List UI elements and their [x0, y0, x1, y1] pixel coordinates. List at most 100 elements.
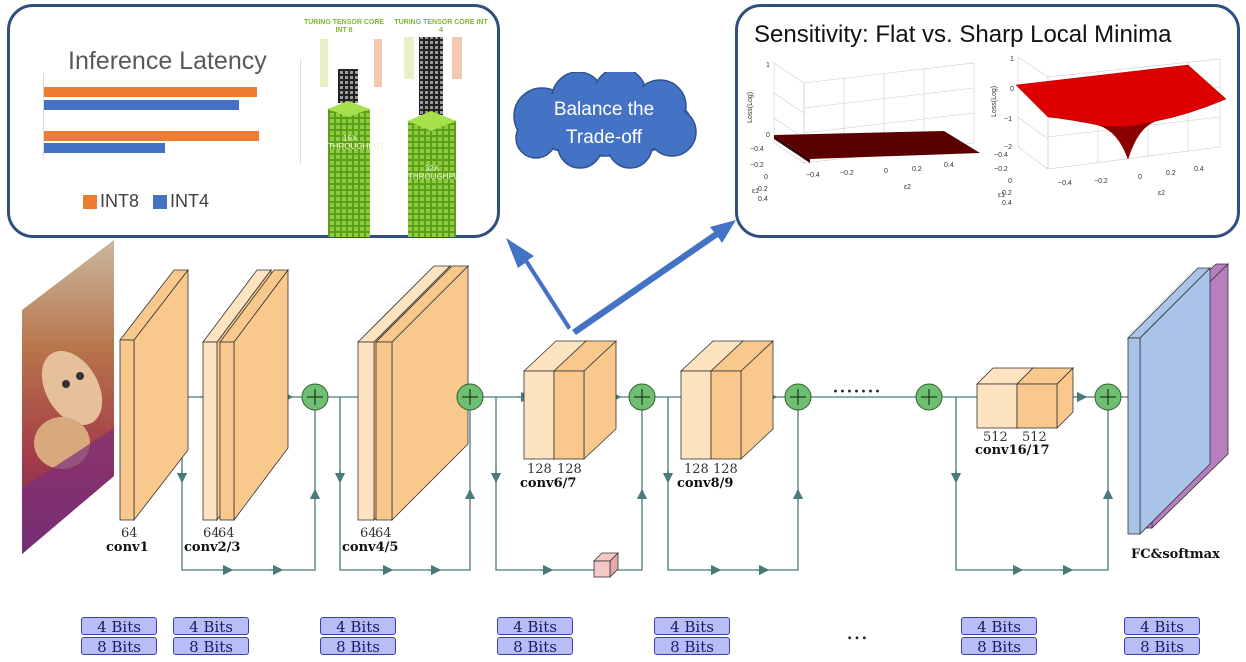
add-node: [915, 383, 943, 411]
conv8-channels-a: 128: [684, 462, 709, 477]
sharp-y-label: ε2: [1158, 190, 1165, 197]
downsample-block: [593, 552, 619, 578]
add-node: [628, 383, 656, 411]
svg-text:0.4: 0.4: [944, 162, 954, 169]
svg-text:−0.4: −0.4: [1058, 180, 1072, 187]
bit-option-8[interactable]: 8 Bits: [497, 637, 573, 656]
svg-text:0: 0: [764, 174, 768, 181]
conv4-5-label: conv4/5: [342, 540, 399, 555]
add-node: [301, 383, 329, 411]
svg-text:0.4: 0.4: [758, 196, 768, 203]
svg-text:−0.2: −0.2: [1094, 178, 1108, 185]
conv4-channels-b: 64: [375, 526, 392, 541]
svg-text:0: 0: [884, 168, 888, 175]
svg-text:0.2: 0.2: [1166, 170, 1176, 177]
input-image: [22, 240, 114, 554]
bit-option-4[interactable]: 4 Bits: [654, 617, 730, 636]
bit-selector-conv16-17[interactable]: 4 Bits 8 Bits: [961, 617, 1039, 657]
bit-selector-conv6-7[interactable]: 4 Bits 8 Bits: [497, 617, 575, 657]
bit-option-4[interactable]: 4 Bits: [1124, 617, 1200, 636]
bit-selector-conv2-3[interactable]: 4 Bits 8 Bits: [173, 617, 251, 657]
svg-text:−2: −2: [1004, 144, 1012, 151]
legend-swatch-int4: [153, 195, 167, 209]
bit-option-4[interactable]: 4 Bits: [961, 617, 1037, 636]
bit-option-4[interactable]: 4 Bits: [81, 617, 157, 636]
svg-text:0.2: 0.2: [912, 166, 922, 173]
conv6-channels-a: 128: [527, 462, 552, 477]
fc-layer-front: [1127, 267, 1211, 535]
latency-title: Inference Latency: [68, 47, 267, 75]
bit-option-8[interactable]: 8 Bits: [173, 637, 249, 656]
flat-z-label: Loss(Log): [747, 92, 754, 123]
svg-text:−0.2: −0.2: [840, 170, 854, 177]
network-ellipsis: ·······: [832, 380, 881, 405]
add-node: [456, 383, 484, 411]
bit-selector-conv1[interactable]: 4 Bits 8 Bits: [81, 617, 159, 657]
inference-latency-panel: Inference Latency INT8 INT4: [7, 4, 500, 238]
conv16-17-label: conv16/17: [975, 443, 1050, 458]
tensor-core-illustration: [320, 37, 462, 237]
svg-text:0.4: 0.4: [1002, 200, 1012, 207]
svg-text:0: 0: [1010, 86, 1014, 93]
flat-surface: [774, 131, 980, 159]
conv1-label: conv1: [106, 540, 149, 555]
svg-text:0.2: 0.2: [1002, 190, 1012, 197]
trade-off-cloud: [513, 72, 697, 169]
conv3-layer: [219, 268, 289, 522]
latency-bar-int8: [43, 87, 257, 97]
svg-text:−0.4: −0.4: [994, 152, 1008, 159]
legend-label-int8: INT8: [100, 191, 140, 211]
svg-text:1: 1: [766, 62, 770, 69]
bit-option-8[interactable]: 8 Bits: [961, 637, 1037, 656]
svg-text:−0.2: −0.2: [750, 162, 764, 169]
conv2-3-label: conv2/3: [184, 540, 241, 555]
svg-text:0: 0: [1008, 178, 1012, 185]
legend-label-int4: INT4: [170, 191, 210, 211]
conv16-channels-b: 512: [1022, 430, 1047, 445]
bit-option-4[interactable]: 4 Bits: [497, 617, 573, 636]
tensor-core-int8-icon: [320, 39, 382, 237]
legend-swatch-int8: [83, 195, 97, 209]
tensor-core-int4-throughput: 32X THROUGHPUT: [408, 164, 465, 181]
add-node: [1094, 383, 1122, 411]
svg-text:−0.4: −0.4: [750, 146, 764, 153]
svg-text:0: 0: [766, 132, 770, 139]
svg-text:−0.4: −0.4: [806, 172, 820, 179]
latency-axis: [43, 73, 44, 159]
tensor-core-int8-throughput: 16X THROUGHPUT: [328, 134, 385, 151]
bit-selector-fc[interactable]: 4 Bits 8 Bits: [1124, 617, 1202, 657]
bit-selector-conv8-9[interactable]: 4 Bits 8 Bits: [654, 617, 732, 657]
chart-divider: [300, 59, 301, 164]
cloud-text: Balance the Trade-off: [553, 99, 655, 148]
bit-option-8[interactable]: 8 Bits: [320, 637, 396, 656]
bit-option-8[interactable]: 8 Bits: [81, 637, 157, 656]
conv17-layer: [1016, 367, 1074, 429]
sharp-z-label: Loss(Log): [991, 86, 998, 117]
latency-bar-int4: [43, 100, 239, 110]
bit-option-8[interactable]: 8 Bits: [654, 637, 730, 656]
bit-option-4[interactable]: 4 Bits: [173, 617, 249, 636]
svg-text:0.4: 0.4: [1194, 166, 1204, 173]
sharp-x-label: ε1: [998, 192, 1005, 199]
bit-option-4[interactable]: 4 Bits: [320, 617, 396, 636]
conv1-layer: [119, 268, 189, 522]
bits-ellipsis: …: [846, 620, 868, 645]
add-node: [784, 383, 812, 411]
conv7-layer: [552, 340, 618, 460]
sensitivity-title: Sensitivity: Flat vs. Sharp Local Minima: [754, 21, 1172, 48]
latency-bar-int4: [43, 143, 165, 153]
bit-selector-conv4-5[interactable]: 4 Bits 8 Bits: [320, 617, 398, 657]
conv2-channels-b: 64: [218, 526, 235, 541]
tensor-core-int8-label: TURING TENSOR CORE INT 8: [303, 19, 385, 34]
svg-text:−0.2: −0.2: [994, 166, 1008, 173]
arrow-to-sensitivity: [572, 220, 736, 335]
svg-text:1: 1: [1010, 56, 1014, 63]
conv16-channels-a: 512: [983, 430, 1008, 445]
flat-x-label: ε1: [752, 188, 759, 195]
latency-bar-int8: [43, 131, 259, 141]
bit-option-8[interactable]: 8 Bits: [1124, 637, 1200, 656]
conv8-channels-b: 128: [713, 462, 738, 477]
svg-text:0.2: 0.2: [758, 186, 768, 193]
